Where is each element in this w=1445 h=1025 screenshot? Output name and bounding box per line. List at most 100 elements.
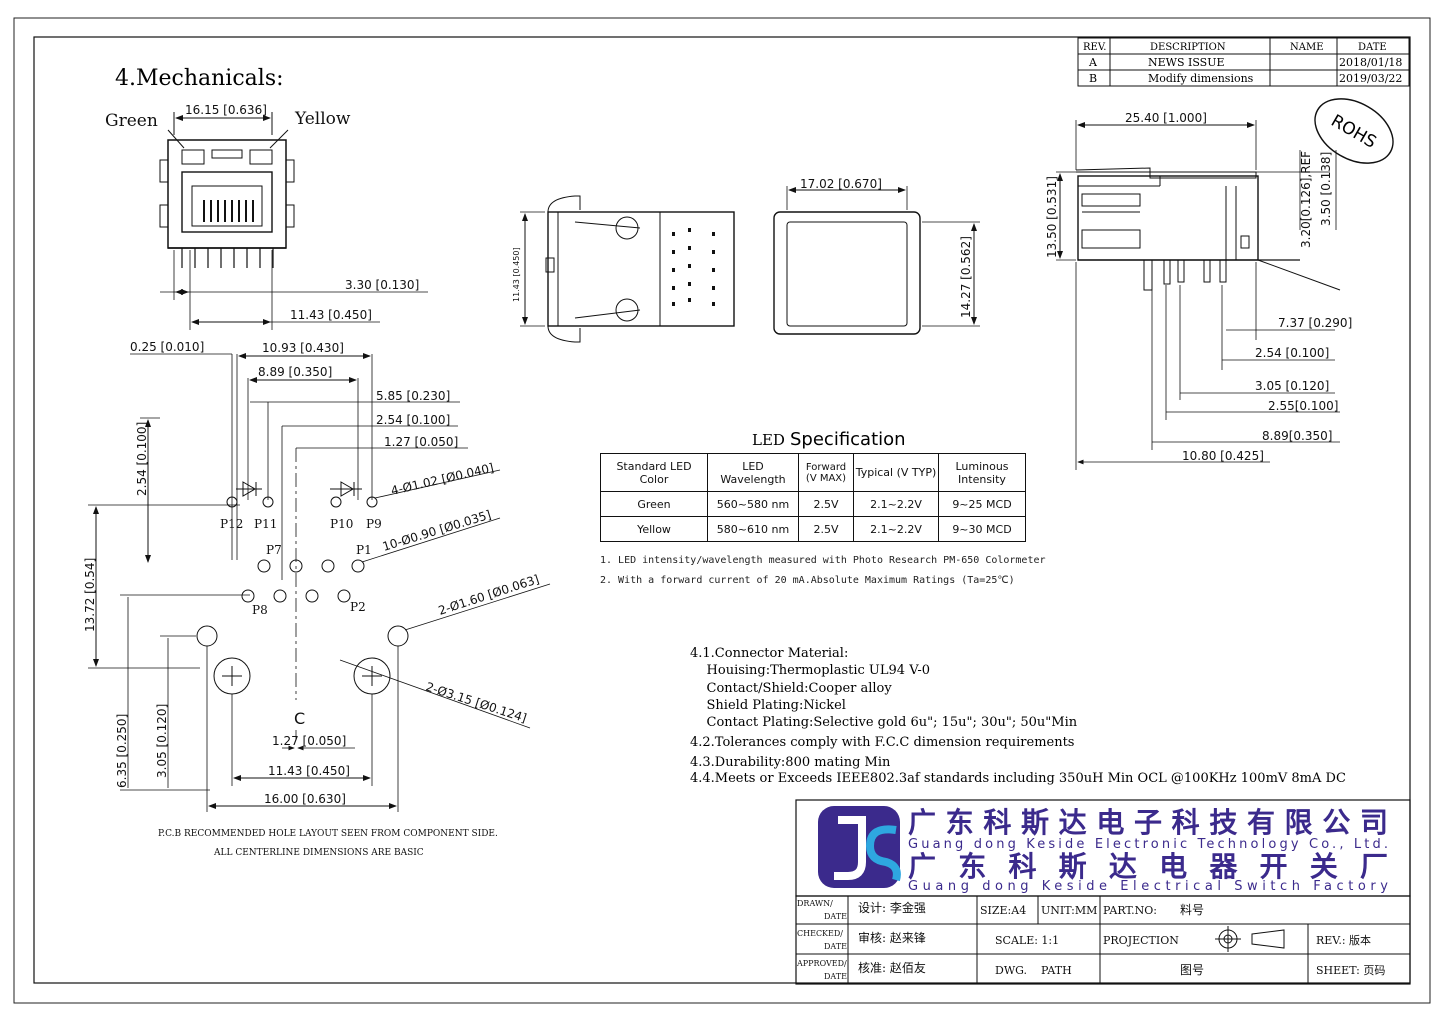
front-width-dim: 16.15 [0.636] xyxy=(185,103,267,117)
pcb-hole-h3: 2-Ø1.60 [Ø0.063] xyxy=(437,572,541,618)
green-label: Green xyxy=(105,111,158,131)
led-note-1: 1. LED intensity/wavelength measured wit… xyxy=(600,555,1046,566)
company-logo xyxy=(818,806,901,888)
tb-design: 设计: 李金强 xyxy=(858,900,926,915)
material-note-5: Contact Plating:Selective gold 6u"; 15u"… xyxy=(690,715,1078,730)
rev-row-a-date: 2018/01/18 xyxy=(1339,56,1402,69)
pcb-hole-h2: 10-Ø0.90 [Ø0.035] xyxy=(381,508,493,554)
rev-header-rev: REV. xyxy=(1083,42,1106,53)
top-width-dim: 17.02 [0.670] xyxy=(800,177,882,191)
led-header-wavelength: LED Wavelength xyxy=(707,453,799,492)
led-header-typical: Typical (V TYP) xyxy=(853,453,939,492)
led-cell: 9~25 MCD xyxy=(938,491,1026,517)
rohs-label: ROHS xyxy=(1327,111,1379,153)
pcb-hole-h1: 4-Ø1.02 [Ø0.040] xyxy=(390,461,496,498)
led-header-color: Standard LED Color xyxy=(600,453,708,492)
pin-label-p11: P11 xyxy=(254,517,277,531)
led-cell: 2.1~2.2V xyxy=(853,491,939,517)
side-dim-d5: 8.89[0.350] xyxy=(1262,429,1332,443)
projection-symbol-icon xyxy=(1215,926,1285,952)
title-block: DRAWN/ DATE 设计: 李金强 SIZE:A4 UNIT:MM PART… xyxy=(795,895,1411,985)
tb-drawn: DRAWN/ xyxy=(797,899,833,908)
pin-label-p9: P9 xyxy=(366,517,382,531)
material-notes: 4.1.Connector Material: Houising:Thermop… xyxy=(690,646,1346,786)
tb-approve: 核准: 赵佰友 xyxy=(858,961,926,975)
pcb-dim-t5: 2.54 [0.100] xyxy=(376,413,450,427)
tb-checked: CHECKED/ xyxy=(797,929,843,938)
tb-size: SIZE:A4 xyxy=(980,904,1026,917)
material-note-1: 4.1.Connector Material: xyxy=(690,646,848,661)
tb-drawn-date: DATE xyxy=(824,912,847,921)
material-note-8: 4.4.Meets or Exceeds IEEE802.3af standar… xyxy=(690,771,1346,786)
top-height-dim: 14.27 [0.562] xyxy=(959,236,973,318)
led-note-2: 2. With a forward current of 20 mA.Absol… xyxy=(600,575,1015,586)
side-ref-dim: 3.20[0.126],REF xyxy=(1299,151,1313,248)
company-cn-1: 广东科斯达电子科技有限公司 xyxy=(908,806,1388,839)
outer-border xyxy=(13,17,1431,1004)
yellow-label: Yellow xyxy=(294,109,351,129)
table-row: Green 560~580 nm 2.5V 2.1~2.2V 9~25 MCD xyxy=(600,491,1026,517)
material-note-7: 4.3.Durability:800 mating Min xyxy=(690,755,891,770)
pin-label-p7: P7 xyxy=(266,543,282,557)
tb-partno-val: 料号 xyxy=(1180,903,1204,917)
pcb-note-2: ALL CENTERLINE DIMENSIONS ARE BASIC xyxy=(213,848,424,858)
side-view: 25.40 [1.000] 13.50 [0.531] 3.20[0.126],… xyxy=(1045,111,1352,470)
pin-label-p10: P10 xyxy=(330,517,353,531)
led-header-intensity: Luminous Intensity xyxy=(938,453,1026,492)
pcb-note-1: P.C.B RECOMMENDED HOLE LAYOUT SEEN FROM … xyxy=(158,829,498,839)
rev-row-a-desc: NEWS ISSUE xyxy=(1148,56,1225,69)
tb-unit: UNIT:MM xyxy=(1041,904,1097,917)
side-width-dim: 25.40 [1.000] xyxy=(1125,111,1207,125)
inner-border xyxy=(33,36,1411,984)
rev-row-a-rev: A xyxy=(1088,56,1098,69)
rev-row-b-date: 2019/03/22 xyxy=(1339,72,1402,85)
centerline-label: C xyxy=(294,709,305,728)
rev-header-date: DATE xyxy=(1358,42,1387,53)
tb-rev: REV.: 版本 xyxy=(1316,933,1371,947)
tb-path: PATH xyxy=(1041,964,1072,977)
pcb-dim-v2: 13.72 [0.54] xyxy=(83,558,97,632)
led-spec-title-a: LED xyxy=(752,431,785,449)
side-dim-d4: 2.55[0.100] xyxy=(1268,399,1338,413)
tb-approved: APPROVED/ xyxy=(796,959,847,968)
tb-sheet: SHEET: 页码 xyxy=(1316,964,1385,977)
side-dim-d6: 10.80 [0.425] xyxy=(1182,449,1264,463)
pcb-hole-h4: 2-Ø3.15 [Ø0.124] xyxy=(424,680,528,726)
led-table: Standard LED Color LED Wavelength Forwar… xyxy=(600,453,1026,542)
tb-scale: SCALE: 1:1 xyxy=(995,934,1059,947)
material-note-6: 4.2.Tolerances comply with F.C.C dimensi… xyxy=(690,735,1074,750)
led-cell: 2.1~2.2V xyxy=(853,516,939,542)
led-header-forward: Forward (V MAX) xyxy=(798,453,854,492)
led-cell: Green xyxy=(600,491,708,517)
material-note-3: Contact/Shield:Cooper alloy xyxy=(690,681,892,696)
pcb-dim-v4: 3.05 [0.120] xyxy=(155,704,169,778)
table-row: Yellow 580~610 nm 2.5V 2.1~2.2V 9~30 MCD xyxy=(600,516,1026,542)
front-dim-b: 11.43 [0.450] xyxy=(290,308,372,322)
pcb-layout: 0.25 [0.010] 10.93 [0.430] 8.89 [0.350] … xyxy=(83,340,551,858)
pin-label-p8: P8 xyxy=(252,603,268,617)
top-view: 11.43 [0.450] 17.02 [0.670] 14.27 [0.562… xyxy=(512,177,980,343)
pcb-dim-t4: 5.85 [0.230] xyxy=(376,389,450,403)
tb-projection: PROJECTION xyxy=(1103,934,1179,947)
led-cell: 2.5V xyxy=(798,491,854,517)
pcb-dim-b2: 11.43 [0.450] xyxy=(268,764,350,778)
side-height-dim: 13.50 [0.531] xyxy=(1045,176,1059,258)
pin-label-p2: P2 xyxy=(350,600,366,614)
side-dim-d1: 7.37 [0.290] xyxy=(1278,316,1352,330)
pcb-dim-v3: 6.35 [0.250] xyxy=(115,714,129,788)
led-cell: 560~580 nm xyxy=(707,491,799,517)
pcb-dim-b3: 16.00 [0.630] xyxy=(264,792,346,806)
side-dim-d2: 2.54 [0.100] xyxy=(1255,346,1329,360)
led-spec-title: LED Specification xyxy=(752,429,906,450)
front-view: Green Yellow 16.15 [0.636] xyxy=(105,103,428,330)
led-cell: 9~30 MCD xyxy=(938,516,1026,542)
pcb-dim-t2: 10.93 [0.430] xyxy=(262,341,344,355)
company-block: 广东科斯达电子科技有限公司 Guang dong Keside Electron… xyxy=(795,799,1411,897)
top-left-dim: 11.43 [0.450] xyxy=(512,247,521,302)
pcb-dim-t6: 1.27 [0.050] xyxy=(384,435,458,449)
pcb-dim-v1: 2.54 [0.100] xyxy=(135,422,149,496)
led-spec-title-b: Specification xyxy=(790,429,906,450)
pcb-dim-t1: 0.25 [0.010] xyxy=(130,340,204,354)
